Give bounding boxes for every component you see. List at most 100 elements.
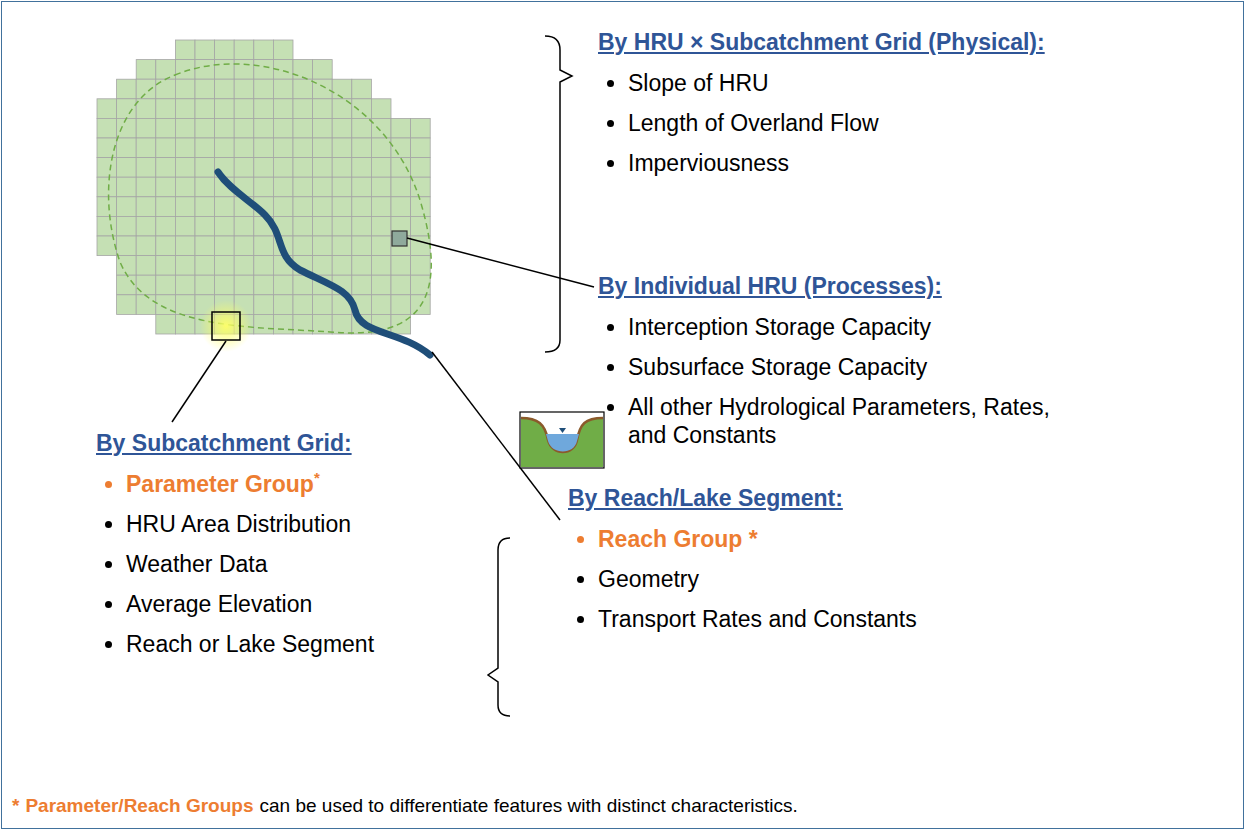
bullet-item: Weather Data	[126, 550, 496, 578]
grid-cell	[254, 138, 274, 158]
grid-cell	[254, 295, 274, 315]
grid-cell	[234, 138, 254, 158]
grid-cell	[352, 138, 372, 158]
grid-cell	[332, 158, 352, 178]
grid-cell	[293, 158, 313, 178]
parameter-item: Transport Rates and Constants	[598, 606, 917, 632]
grid-cell	[136, 295, 156, 315]
grid-cell	[313, 138, 333, 158]
section-heading: By Subcatchment Grid:	[96, 428, 496, 458]
grid-cell	[215, 118, 235, 138]
bullet-item: Average Elevation	[126, 590, 496, 618]
grid-cell	[411, 138, 431, 158]
grid-cell	[215, 236, 235, 256]
grid-cell	[411, 256, 431, 276]
grid-cell	[273, 314, 293, 334]
grid-cell	[175, 177, 195, 197]
grid-cell	[391, 158, 411, 178]
grid-cell	[175, 79, 195, 99]
grid-cell	[156, 158, 176, 178]
grid-cell	[371, 158, 391, 178]
grid-cell	[195, 99, 215, 119]
grid-cell	[215, 197, 235, 217]
channel-bank	[521, 413, 603, 467]
grid-cell	[313, 158, 333, 178]
grid-cell	[97, 138, 117, 158]
grid-cell	[371, 256, 391, 276]
grid-cell	[136, 158, 156, 178]
grid-cell	[195, 138, 215, 158]
grid-cell	[293, 60, 313, 80]
grid-cell	[97, 197, 117, 217]
grid-cell	[352, 197, 372, 217]
grid-cell	[234, 118, 254, 138]
grid-cell	[175, 99, 195, 119]
grid-cell	[332, 256, 352, 276]
grid-cell	[293, 197, 313, 217]
parameter-item: Subsurface Storage Capacity	[628, 354, 927, 380]
grid-cell	[391, 295, 411, 315]
bullet-item: Parameter Group*	[126, 470, 496, 498]
grid-cell	[352, 275, 372, 295]
grid-cell	[313, 118, 333, 138]
grid-cell	[332, 314, 352, 334]
bullet-list: Interception Storage CapacitySubsurface …	[598, 313, 1068, 449]
grid-cell	[175, 60, 195, 80]
grid-cell	[273, 295, 293, 315]
grid-cell	[293, 79, 313, 99]
grid-cell	[254, 314, 274, 334]
grid-cell	[254, 158, 274, 178]
section-heading: By Individual HRU (Processes):	[598, 271, 1068, 301]
grid-cell	[117, 216, 137, 236]
grid-cell	[175, 197, 195, 217]
grid-cell	[254, 60, 274, 80]
grid-cell	[254, 275, 274, 295]
grid-cell	[254, 79, 274, 99]
grid-cell	[97, 177, 117, 197]
grid-cell	[234, 236, 254, 256]
grid-cell	[352, 256, 372, 276]
grid-cell	[371, 118, 391, 138]
grid-cell	[156, 60, 176, 80]
footnote: *Parameter/Reach Groupscan be used to di…	[12, 794, 798, 818]
channel-bed	[521, 418, 603, 452]
grid-cell	[254, 177, 274, 197]
inset-frame	[520, 412, 604, 468]
grid-cell	[97, 216, 117, 236]
grid-cell	[332, 138, 352, 158]
grid-cell	[293, 236, 313, 256]
grid-cell	[273, 158, 293, 178]
grid-cell	[234, 216, 254, 236]
grid-cell	[97, 158, 117, 178]
grid-cell	[234, 79, 254, 99]
grid-cell	[136, 60, 156, 80]
bullet-item: HRU Area Distribution	[126, 510, 496, 538]
grid-cell	[391, 138, 411, 158]
grid-cell	[156, 216, 176, 236]
grid-cell	[391, 118, 411, 138]
grid-cell	[156, 138, 176, 158]
grid-cell	[195, 60, 215, 80]
bullet-item: Subsurface Storage Capacity	[628, 353, 1068, 381]
grid-cell	[352, 177, 372, 197]
grid-cell	[273, 118, 293, 138]
grid-cell	[136, 118, 156, 138]
grid-cell	[136, 79, 156, 99]
bracket	[545, 36, 572, 352]
bracket	[488, 538, 510, 716]
grid-cell	[215, 99, 235, 119]
bullet-item: Slope of HRU	[628, 69, 1238, 97]
grid-cell	[293, 216, 313, 236]
grid-cell	[273, 79, 293, 99]
group-item: Parameter Group	[126, 471, 314, 497]
grid-cell	[97, 118, 117, 138]
grid-cell	[371, 216, 391, 236]
grid-cell	[391, 256, 411, 276]
bullet-item: All other Hydrological Parameters, Rates…	[628, 393, 1068, 449]
grid-cell	[391, 197, 411, 217]
grid-cell	[371, 236, 391, 256]
grid-cell	[273, 275, 293, 295]
grid-cell	[313, 295, 333, 315]
grid-cell	[254, 99, 274, 119]
